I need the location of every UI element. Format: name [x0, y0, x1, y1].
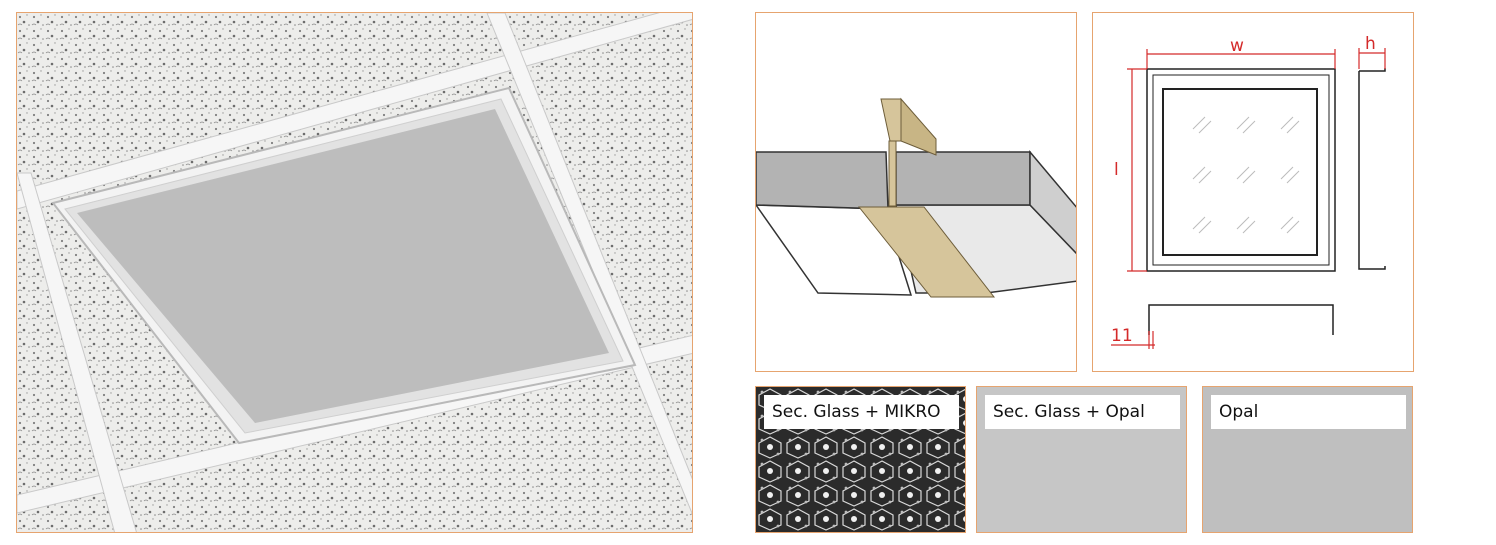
dimension-drawing-svg: w h l 11 — [1111, 34, 1386, 349]
flange-dimension-label: 11 — [1111, 326, 1133, 346]
finish-label-sec-glass-opal: Sec. Glass + Opal — [985, 395, 1180, 429]
finish-swatch-opal: Opal — [1202, 386, 1413, 533]
finish-swatch-mikro: Sec. Glass + MIKRO — [755, 386, 966, 533]
height-dimension-label: h — [1365, 34, 1376, 54]
width-dimension-label: w — [1230, 36, 1244, 56]
finish-swatch-sec-glass-opal: Sec. Glass + Opal — [976, 386, 1187, 533]
t-bar-installation-diagram — [756, 97, 1076, 298]
length-dimension-label: l — [1114, 160, 1119, 180]
dimension-drawing: w h l 11 — [1092, 12, 1414, 372]
ceiling-panel-photo — [16, 12, 693, 533]
ceiling-photo-illustration — [17, 13, 692, 532]
finish-label-mikro: Sec. Glass + MIKRO — [764, 395, 959, 429]
finish-label-opal: Opal — [1211, 395, 1406, 429]
installation-diagram — [755, 12, 1077, 372]
